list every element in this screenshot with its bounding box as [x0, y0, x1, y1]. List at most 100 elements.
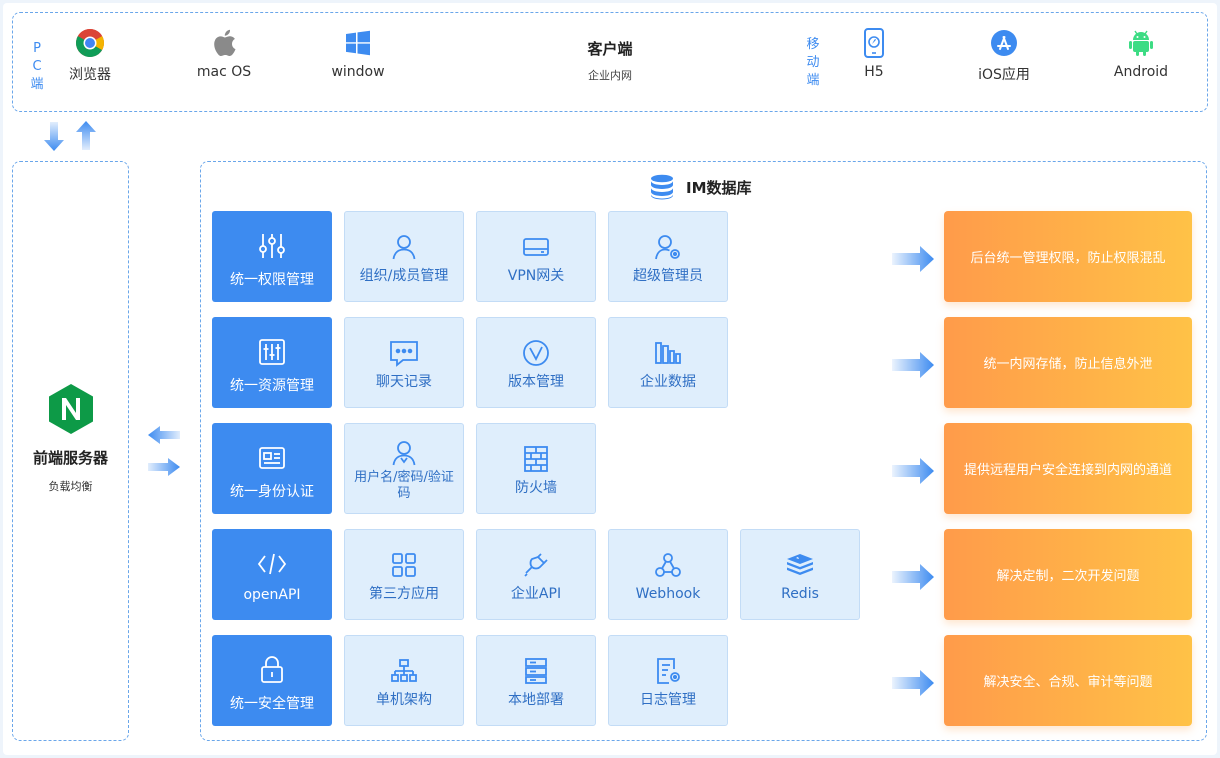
user-icon	[345, 232, 463, 262]
client-subtitle: 企业内网	[587, 69, 632, 82]
row-head-resource: 统一资源管理	[212, 317, 332, 408]
cell-label: 单机架构	[376, 692, 432, 708]
nginx-icon	[12, 383, 129, 435]
code-icon	[212, 549, 332, 579]
client-bar	[12, 12, 1208, 112]
apple-icon	[209, 28, 239, 58]
mobile-label-char: 端	[806, 73, 820, 88]
client-android: Android	[1096, 28, 1186, 80]
client-ios: iOS应用	[959, 28, 1049, 84]
cell-label: 版本管理	[508, 374, 564, 390]
cell-label: Redis	[781, 586, 819, 602]
row-head-security: 统一安全管理	[212, 635, 332, 726]
benefit-permission: 后台统一管理权限，防止权限混乱	[944, 211, 1192, 302]
client-h5: H5	[829, 28, 919, 80]
cell-third-party-app: 第三方应用	[344, 529, 464, 620]
server-icon	[477, 656, 595, 686]
client-macos: mac OS	[179, 28, 269, 80]
webhook-icon	[609, 550, 727, 580]
client-browser: 浏览器	[45, 28, 135, 84]
cell-user-password: 用户名/密码/验证码	[344, 423, 464, 514]
cell-standalone-arch: 单机架构	[344, 635, 464, 726]
cell-label: 第三方应用	[369, 586, 439, 602]
database-title: IM数据库	[650, 174, 752, 200]
row-head-permission: 统一权限管理	[212, 211, 332, 302]
mobile-label-char: 移	[806, 37, 820, 52]
cell-label: 组织/成员管理	[359, 268, 449, 284]
cell-super-admin: 超级管理员	[608, 211, 728, 302]
plug-icon	[477, 550, 595, 580]
server-main-arrows	[148, 426, 180, 476]
mobile-label-char: 动	[806, 55, 820, 70]
cell-label: 防火墙	[515, 480, 557, 496]
database-icon	[651, 174, 673, 200]
client-h5-label: H5	[864, 64, 884, 80]
client-windows: window	[313, 28, 403, 80]
firewall-icon	[477, 444, 595, 474]
sliders-icon	[212, 231, 332, 261]
cell-version: 版本管理	[476, 317, 596, 408]
client-browser-label: 浏览器	[69, 67, 111, 83]
log-icon	[609, 656, 727, 686]
app-store-icon	[989, 28, 1019, 58]
cell-chat-record: 聊天记录	[344, 317, 464, 408]
cell-label: VPN网关	[507, 268, 565, 284]
benefit-arrow	[892, 458, 934, 484]
cell-enterprise-api: 企业API	[476, 529, 596, 620]
apps-icon	[345, 550, 463, 580]
row-head-label: 统一权限管理	[230, 272, 314, 288]
row-head-identity: 统一身份认证	[212, 423, 332, 514]
pc-label-char: C	[32, 59, 42, 74]
benefit-identity: 提供远程用户安全连接到内网的通道	[944, 423, 1192, 514]
mobile-label: 移 动 端	[806, 36, 820, 90]
data-icon	[609, 338, 727, 368]
client-title-text: 客户端	[587, 40, 633, 58]
main-box	[200, 161, 1207, 741]
windows-icon	[343, 28, 373, 58]
benefit-arrow	[892, 564, 934, 590]
cell-org-member: 组织/成员管理	[344, 211, 464, 302]
pc-label-char: P	[33, 41, 41, 56]
row-head-label: openAPI	[243, 587, 301, 603]
lock-icon	[212, 655, 332, 685]
row-head-label: 统一身份认证	[230, 484, 314, 500]
benefit-arrow	[892, 246, 934, 272]
benefit-resource: 统一内网存储，防止信息外泄	[944, 317, 1192, 408]
android-icon	[1126, 28, 1156, 58]
cell-label: 超级管理员	[633, 268, 703, 284]
client-server-arrows	[44, 121, 96, 151]
row-head-label: 统一资源管理	[230, 378, 314, 394]
vpn-icon	[477, 232, 595, 262]
chat-icon	[345, 338, 463, 368]
tree-icon	[345, 656, 463, 686]
cell-label: 聊天记录	[376, 374, 432, 390]
benefit-arrow	[892, 352, 934, 378]
client-macos-label: mac OS	[196, 64, 252, 80]
cell-firewall: 防火墙	[476, 423, 596, 514]
cell-local-deploy: 本地部署	[476, 635, 596, 726]
cell-label: 企业API	[510, 586, 562, 602]
client-ios-label: iOS应用	[978, 67, 1030, 83]
cell-redis: Redis	[740, 529, 860, 620]
benefit-openapi: 解决定制，二次开发问题	[944, 529, 1192, 620]
resource-icon	[212, 337, 332, 367]
cell-label: 用户名/密码/验证码	[354, 470, 454, 501]
admin-icon	[609, 232, 727, 262]
cell-enterprise-data: 企业数据	[608, 317, 728, 408]
client-android-label: Android	[1113, 64, 1169, 80]
pc-label-char: 端	[30, 77, 44, 92]
cell-label: 日志管理	[640, 692, 696, 708]
row-head-openapi: openAPI	[212, 529, 332, 620]
client-windows-label: window	[331, 64, 385, 80]
server-panel: 前端服务器 负载均衡	[12, 383, 129, 494]
cell-label: 本地部署	[508, 692, 564, 708]
chrome-icon	[75, 28, 105, 58]
benefit-arrow	[892, 670, 934, 696]
server-title: 前端服务器	[32, 449, 108, 467]
database-title-text: IM数据库	[686, 178, 752, 197]
cell-webhook: Webhook	[608, 529, 728, 620]
cell-log-management: 日志管理	[608, 635, 728, 726]
server-box	[12, 161, 129, 741]
id-card-icon	[212, 443, 332, 473]
client-title: 客户端 企业内网	[587, 38, 632, 83]
